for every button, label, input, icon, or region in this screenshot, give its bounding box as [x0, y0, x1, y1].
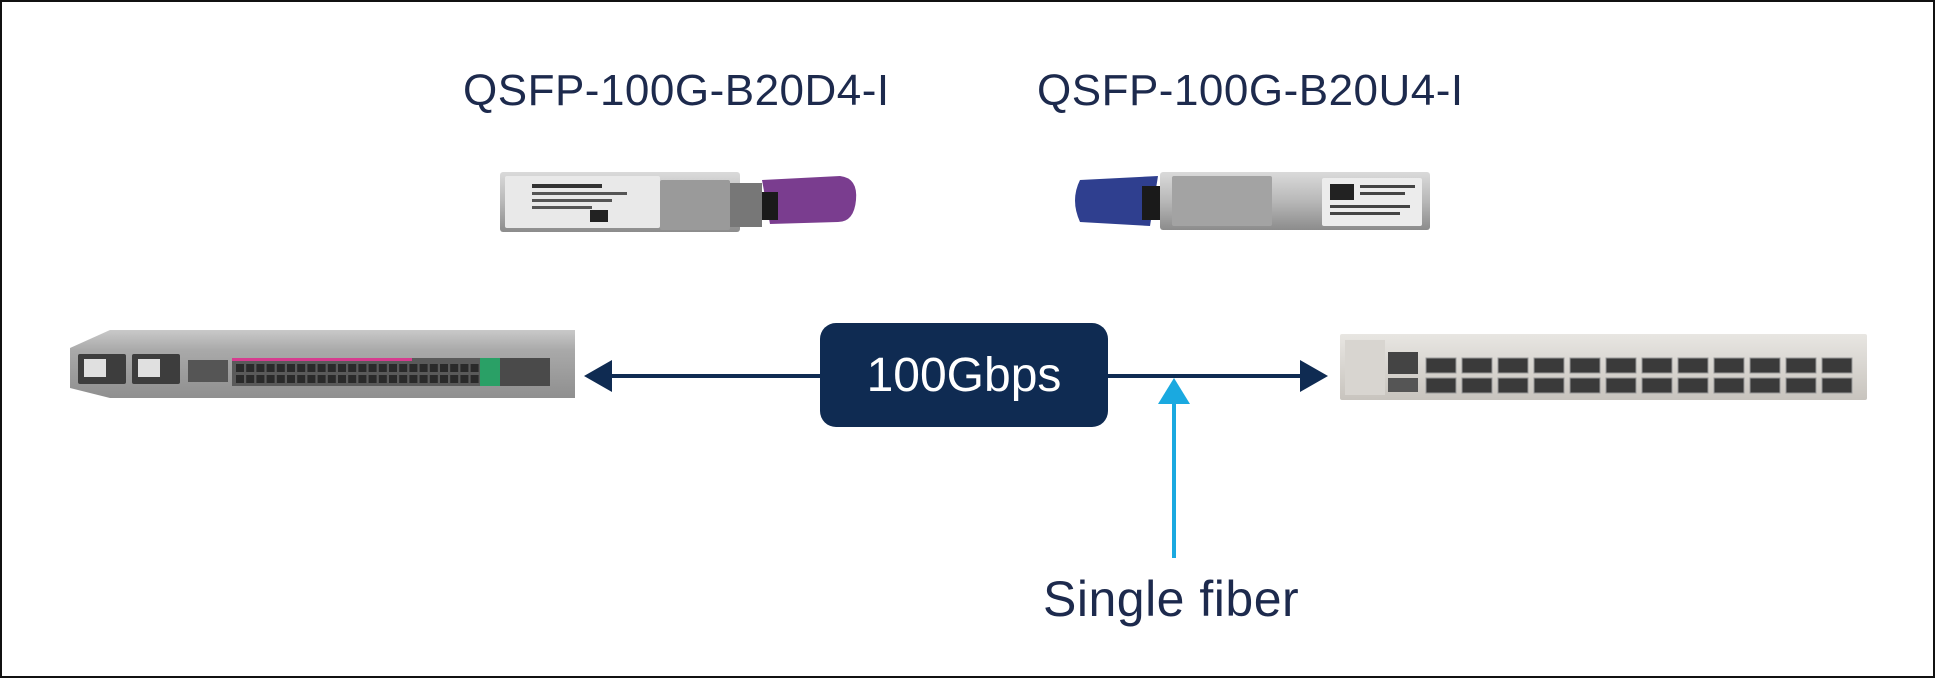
router-port — [389, 364, 397, 372]
switch-port — [1714, 358, 1744, 373]
router-port — [399, 364, 407, 372]
switch-port — [1750, 378, 1780, 393]
router-port — [420, 375, 428, 383]
router-port — [460, 375, 468, 383]
switch-port — [1678, 358, 1708, 373]
switch-port — [1462, 358, 1492, 373]
link-speed-badge: 100Gbps — [820, 323, 1108, 427]
switch-port — [1462, 378, 1492, 393]
switch-port — [1498, 378, 1528, 393]
router-port — [440, 364, 448, 372]
router-port — [307, 375, 315, 383]
qsfp-b20d4-module-image — [500, 172, 856, 232]
switch-port — [1534, 378, 1564, 393]
router-port — [369, 375, 377, 383]
switch-port — [1606, 378, 1636, 393]
switch-port — [1570, 358, 1600, 373]
router-port — [389, 375, 397, 383]
arrowhead-left-icon — [584, 360, 612, 392]
router-port — [440, 375, 448, 383]
switch-port — [1822, 358, 1852, 373]
switch-port — [1642, 378, 1672, 393]
router-port — [338, 364, 346, 372]
router-port — [450, 364, 458, 372]
router-port — [430, 364, 438, 372]
switch-port — [1426, 378, 1456, 393]
switch-port — [1714, 378, 1744, 393]
router-port — [460, 364, 468, 372]
router-port — [307, 364, 315, 372]
router-port — [420, 364, 428, 372]
switch-port — [1642, 358, 1672, 373]
switch-port — [1786, 358, 1816, 373]
switch-port — [1570, 378, 1600, 393]
router-port — [358, 375, 366, 383]
router-port — [430, 375, 438, 383]
router-port — [267, 375, 275, 383]
link-speed-text: 100Gbps — [867, 348, 1062, 403]
router-port — [450, 375, 458, 383]
router-port — [277, 375, 285, 383]
router-port — [348, 375, 356, 383]
router-port — [318, 375, 326, 383]
switch-port — [1498, 358, 1528, 373]
switch-port — [1786, 378, 1816, 393]
router-port — [379, 364, 387, 372]
router-port — [348, 364, 356, 372]
router-port — [358, 364, 366, 372]
router-port — [267, 364, 275, 372]
fiber-arrow-head-icon — [1158, 378, 1190, 404]
router-port — [287, 364, 295, 372]
router-port — [471, 375, 479, 383]
switch-port — [1426, 358, 1456, 373]
qsfp-b20u4-module-image — [1075, 172, 1430, 230]
router-port — [297, 375, 305, 383]
router-port — [409, 375, 417, 383]
router-port — [338, 375, 346, 383]
switch-port — [1822, 378, 1852, 393]
router-port — [246, 364, 254, 372]
router-port — [246, 375, 254, 383]
fiber-label: Single fiber — [1043, 570, 1299, 628]
router-port — [369, 364, 377, 372]
router-port — [471, 364, 479, 372]
router-port — [236, 375, 244, 383]
router-port — [379, 375, 387, 383]
switch-port — [1678, 378, 1708, 393]
transceiver-label-b20u4: QSFP-100G-B20U4-I — [1037, 66, 1464, 116]
router-port — [328, 364, 336, 372]
router-port — [409, 364, 417, 372]
transceiver-label-b20d4: QSFP-100G-B20D4-I — [463, 66, 890, 116]
router-port — [399, 375, 407, 383]
switch-port — [1606, 358, 1636, 373]
router-port — [328, 375, 336, 383]
router-port — [256, 364, 264, 372]
router-port — [318, 364, 326, 372]
router-port — [297, 364, 305, 372]
router-port — [277, 364, 285, 372]
router-port — [256, 375, 264, 383]
switch-port — [1750, 358, 1780, 373]
arrowhead-right-icon — [1300, 360, 1328, 392]
router-port — [287, 375, 295, 383]
switch-port — [1534, 358, 1564, 373]
router-port — [236, 364, 244, 372]
